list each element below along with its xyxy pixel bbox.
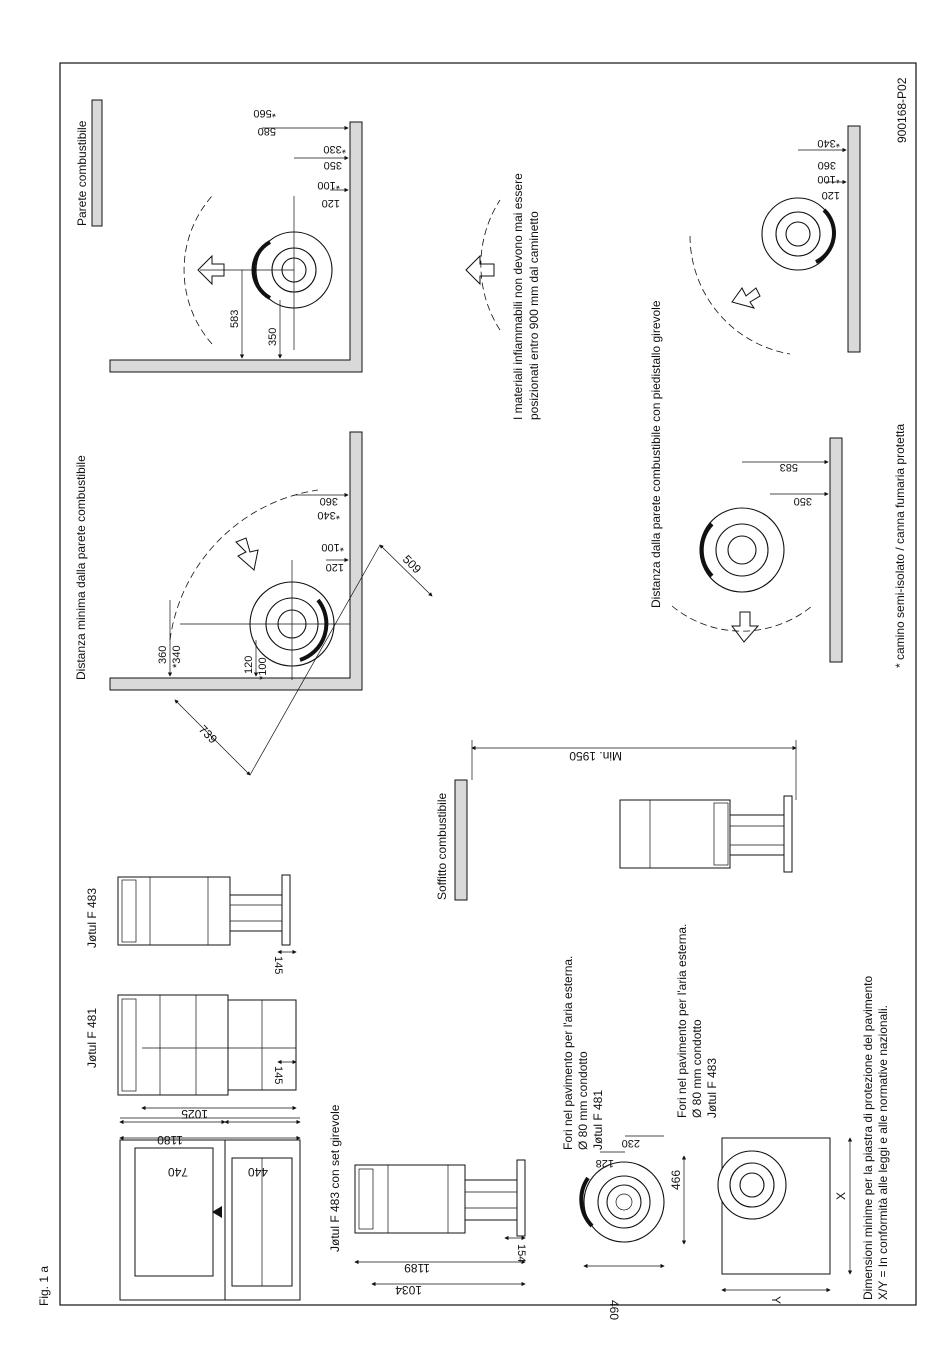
dim-Y: Y: [769, 1296, 783, 1304]
soffitto-label: Soffitto combustibile: [435, 793, 449, 900]
min-1950: Min. 1950: [569, 749, 622, 763]
camino-note: * camino semi-isolato / canna fumaria pr…: [893, 424, 907, 668]
dim-wall-560: *560: [253, 107, 276, 119]
svg-text:Jøtul F 483: Jøtul F 483: [705, 1058, 719, 1118]
dim-corner-120: 120: [243, 656, 255, 674]
dim-swivel-350: 350: [794, 495, 812, 507]
corner-installation-view: Distanza minima dalla parete combustibil…: [74, 431, 433, 776]
figure-label: Fig. 1 a: [37, 1266, 51, 1306]
dim-swivel-583: 583: [780, 461, 798, 473]
dim-corner-340b: *340: [317, 509, 340, 521]
model-f483-swivel: Jøtul F 483 con set girevole: [328, 1104, 342, 1252]
floor-holes-view: 460 466 128 230: [579, 1135, 687, 1320]
svg-text:Ø 80 mm condotto: Ø 80 mm condotto: [690, 1019, 704, 1118]
floor-plate-view: X Y: [717, 1137, 853, 1304]
model-f483: Jøtul F 483: [85, 888, 99, 948]
stove-front-view: 1180 740 440: [119, 1117, 301, 1301]
f481-side-view: Jøtul F 481 1025 145: [85, 994, 297, 1121]
dim-swivel-360: 360: [818, 159, 836, 171]
dim-swivel-120: 120: [822, 189, 840, 201]
materiali-note-2: posizionati entro 900 mm dal caminetto: [527, 211, 541, 420]
dim-wall-580: 580: [258, 125, 276, 137]
dim-740: 740: [168, 1165, 188, 1179]
dim-1034: 1034: [395, 1283, 422, 1297]
dim-corner-360b: 360: [320, 495, 338, 507]
dim-corner-360: 360: [157, 646, 169, 664]
parete-label: Parete combustibile: [75, 120, 89, 226]
dim-440: 440: [248, 1165, 268, 1179]
floor-holes-483-note: Fori nel pavimento per l'aria esterna. Ø…: [675, 924, 719, 1118]
dim-corner-120b: 120: [326, 561, 344, 573]
svg-text:Ø 80 mm condotto: Ø 80 mm condotto: [576, 1051, 590, 1150]
dim-460: 460: [607, 1300, 621, 1320]
swivel-pedestal-view: Distanza dalla parete combustibile con p…: [649, 125, 861, 663]
dim-1189: 1189: [404, 1261, 430, 1275]
dim-corner-340: *340: [171, 645, 183, 668]
f483-side-view: Jøtul F 483 145: [85, 874, 297, 974]
dim-X: X: [834, 1192, 848, 1200]
dim-509: 509: [400, 552, 424, 576]
dim-swivel-100: *100: [817, 173, 840, 185]
dim-wall-350: 350: [267, 328, 279, 346]
dim-145-f481: 145: [272, 1066, 284, 1084]
flammable-clearance-arc: [480, 199, 501, 331]
dim-230: 230: [622, 1137, 640, 1149]
dim-1180: 1180: [157, 1133, 183, 1147]
svg-text:Fori nel pavimento per l'aria: Fori nel pavimento per l'aria esterna.: [675, 924, 689, 1118]
dim-wall-120: 120: [322, 197, 340, 209]
dim-wall-100: *100: [317, 179, 340, 191]
dim-corner-100b: *100: [321, 541, 344, 553]
doc-code: 900168-P02: [895, 77, 909, 143]
dist-swivel-title: Distanza dalla parete combustibile con p…: [649, 300, 663, 608]
wall-installation-view: Parete combustibile 583 350 *560 580 *33…: [75, 99, 363, 373]
footer-note-2: X/Y = In conformità alle leggi e alle no…: [876, 1005, 890, 1300]
svg-text:Jøtul F 481: Jøtul F 481: [591, 1090, 605, 1150]
svg-text:Fori nel pavimento per l'aria: Fori nel pavimento per l'aria esterna.: [561, 956, 575, 1150]
model-f481: Jøtul F 481: [85, 1008, 99, 1068]
dim-wall-583: 583: [229, 310, 241, 328]
dim-1025: 1025: [181, 1107, 208, 1121]
materiali-note-1: I materiali infiammabili non devono mai …: [511, 173, 525, 420]
ceiling-clearance-view: Soffitto combustibile Min. 1950: [435, 740, 797, 901]
dim-swivel-340: *340: [817, 137, 840, 149]
dim-wall-350b: 350: [324, 159, 342, 171]
dist-min-title: Distanza minima dalla parete combustibil…: [74, 455, 88, 680]
dim-739: 739: [196, 722, 220, 746]
dim-154: 154: [515, 1244, 527, 1262]
floor-holes-481-note: Fori nel pavimento per l'aria esterna. Ø…: [561, 956, 605, 1150]
flammable-arrow: [465, 254, 495, 286]
dim-wall-330: *330: [323, 143, 346, 155]
f483-swivel-view: Jøtul F 483 con set girevole 1189 1034 1…: [328, 1104, 527, 1297]
footer-note-1: Dimensioni minime per la piastra di prot…: [861, 976, 875, 1300]
dim-466: 466: [669, 1170, 683, 1190]
drawing-frame: [59, 62, 917, 1306]
dim-128: 128: [596, 1157, 614, 1169]
dim-145-f483: 145: [272, 956, 284, 974]
dim-corner-100: *100: [257, 657, 269, 680]
